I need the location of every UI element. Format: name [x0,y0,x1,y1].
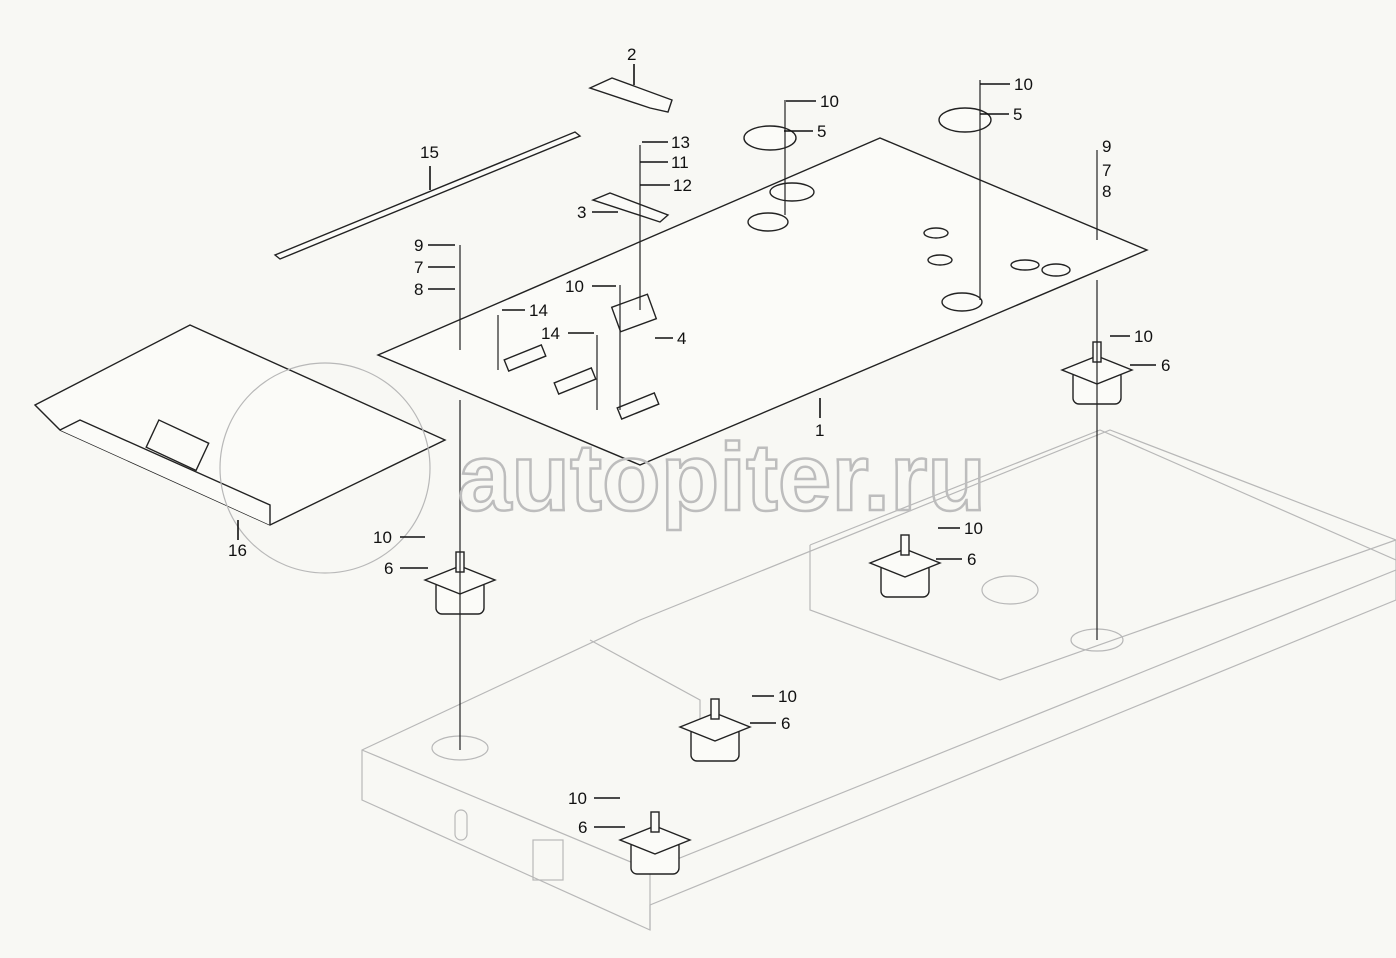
callout-label: 6 [967,550,976,569]
callout-label: 11 [671,153,689,172]
callout-5: 5 [784,122,826,141]
mount-6 [678,698,752,762]
callout-label: 10 [778,687,797,706]
callout-10: 10 [568,789,620,808]
mount-6 [868,534,942,598]
callout-label: 8 [1102,182,1111,201]
seal-strip [273,131,582,260]
callout-1: 1 [815,398,824,440]
assembly-lines [459,80,1098,750]
callout-label: 10 [568,789,587,808]
callout-8: 8 [414,280,455,299]
callout-label: 2 [627,45,636,64]
callout-10: 10 [786,92,839,111]
callout-8: 8 [1102,182,1111,201]
callout-label: 13 [671,133,690,152]
callout-2: 2 [627,45,636,85]
callout-15: 15 [420,143,439,190]
callout-label: 5 [1013,105,1022,124]
callout-label: 15 [420,143,439,162]
callout-label: 9 [414,236,423,255]
callout-label: 10 [373,528,392,547]
callout-5: 5 [980,105,1022,124]
floor-plate [376,137,1149,466]
pad-3 [590,192,670,223]
callout-label: 10 [565,277,584,296]
callout-label: 7 [1102,161,1111,180]
callout-3: 3 [577,203,618,222]
callout-12: 12 [640,176,692,195]
callout-6: 6 [750,714,790,733]
callout-label: 8 [414,280,423,299]
callout-label: 10 [820,92,839,111]
callout-13: 13 [642,133,690,152]
callout-10: 10 [1110,327,1153,346]
rubber-mounts [423,341,1134,875]
callout-label: 12 [673,176,692,195]
callout-label: 6 [1161,356,1170,375]
callout-label: 7 [414,258,423,277]
callout-label: 9 [1102,137,1111,156]
callout-4: 4 [655,329,686,348]
callout-label: 16 [228,541,247,560]
callout-label: 4 [677,329,686,348]
callout-11: 11 [640,153,689,172]
callout-label: 5 [817,122,826,141]
bracket-4 [610,293,658,333]
mount-6 [618,811,692,875]
callout-label: 6 [781,714,790,733]
callout-7: 7 [1102,161,1111,180]
pad-2 [588,77,673,113]
cap-5 [743,125,797,151]
callout-label: 6 [384,559,393,578]
callout-6: 6 [936,550,976,569]
watermark: autopiter.ru [458,424,986,531]
callout-label: 14 [541,324,560,343]
callout-6: 6 [384,559,428,578]
callout-9: 9 [1102,137,1111,156]
callout-label: 6 [578,818,587,837]
callout-label: 1 [815,421,824,440]
callout-label: 10 [1014,75,1033,94]
callout-label: 10 [964,519,983,538]
cap-5 [938,107,992,133]
callout-10: 10 [752,687,797,706]
callout-label: 10 [1134,327,1153,346]
callout-7: 7 [414,258,455,277]
callout-9: 9 [414,236,455,255]
callout-14: 14 [541,324,594,343]
callout-10: 10 [980,75,1033,94]
callout-16: 16 [228,520,247,560]
callout-10: 10 [938,519,983,538]
floor-mat [33,324,447,574]
callout-label: 14 [529,301,548,320]
callout-label: 3 [577,203,586,222]
callout-10: 10 [373,528,425,547]
callout-6: 6 [1130,356,1170,375]
callout-6: 6 [578,818,625,837]
callout-10: 10 [565,277,616,296]
callout-14: 14 [502,301,548,320]
